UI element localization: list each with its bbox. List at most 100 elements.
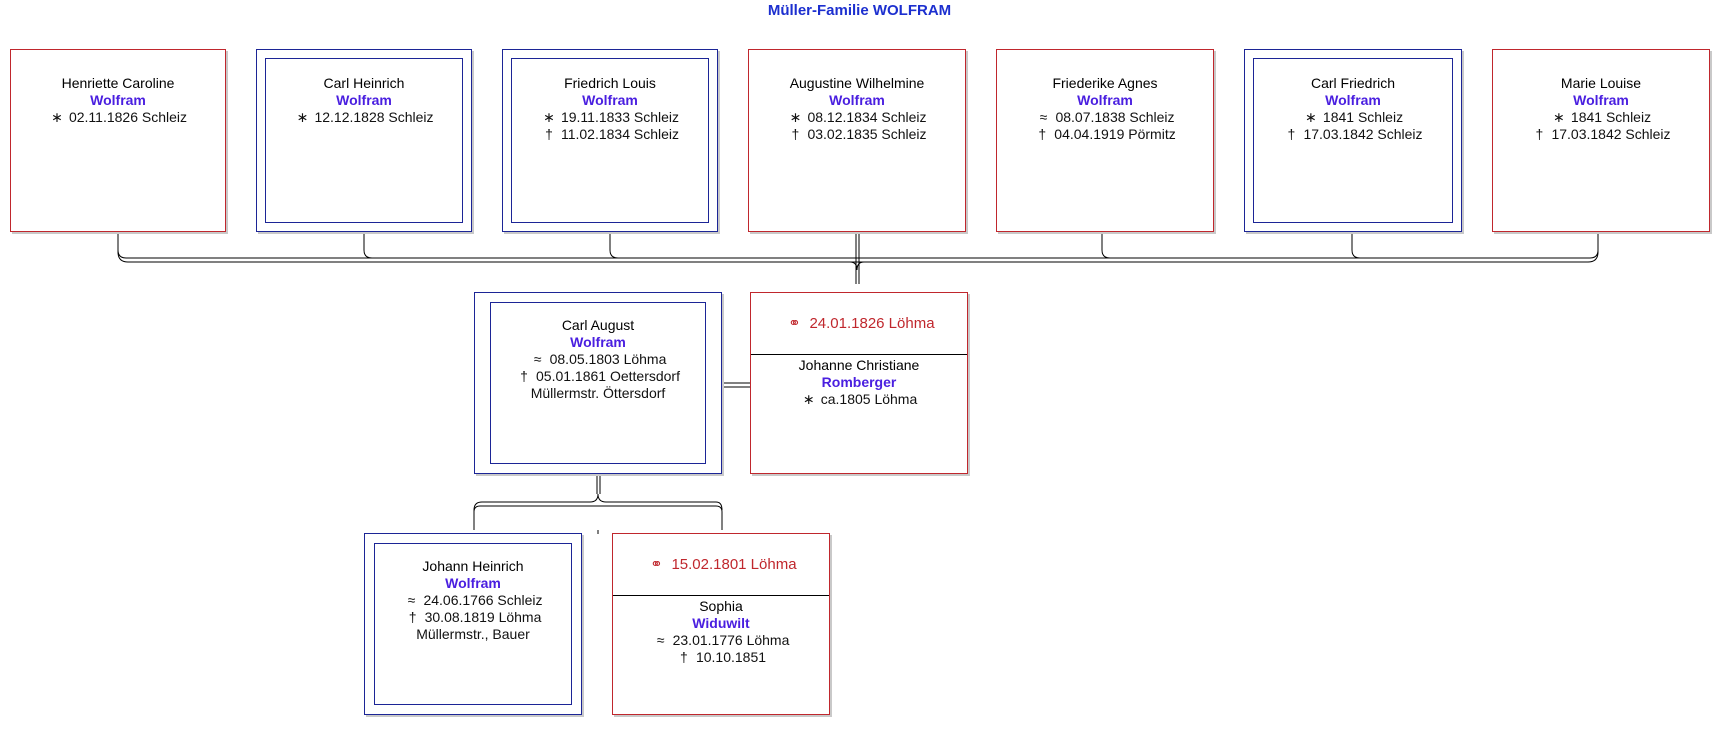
- event-line: ≈08.05.1803 Löhma: [475, 351, 721, 368]
- event-text: 03.02.1835 Schleiz: [807, 126, 927, 142]
- event-line: † 03.02.1835 Schleiz: [749, 126, 965, 143]
- event-line: ≈23.01.1776 Löhma: [613, 632, 829, 649]
- event-text: 12.12.1828 Schleiz: [314, 109, 434, 125]
- surname: Wolfram: [336, 92, 392, 108]
- given-name: Johann Heinrich: [422, 558, 524, 574]
- death-icon: †: [791, 126, 800, 142]
- birth-icon: ∗: [1553, 109, 1565, 125]
- marriage-header: ⚭ 24.01.1826 Löhma: [751, 293, 967, 355]
- surname: Wolfram: [582, 92, 638, 108]
- surname: Widuwilt: [692, 615, 750, 631]
- event-line: † 10.10.1851: [613, 649, 829, 666]
- event-text: 11.02.1834 Schleiz: [560, 126, 680, 142]
- event-text: 02.11.1826 Schleiz: [68, 109, 188, 125]
- event-line: † 17.03.1842 Schleiz: [1493, 126, 1709, 143]
- given-name: Sophia: [699, 598, 743, 614]
- event-text: 19.11.1833 Schleiz: [560, 109, 680, 125]
- card-inner-frame: [374, 543, 572, 705]
- event-text: 17.03.1842 Schleiz: [1551, 126, 1671, 142]
- marriage-date: 15.02.1801 Löhma: [671, 556, 797, 573]
- person-card-carl-friedrich[interactable]: Carl Friedrich Wolfram ∗ 1841 Schleiz † 17…: [1244, 49, 1462, 232]
- given-name: Friederike Agnes: [1052, 75, 1158, 91]
- event-line: ∗ 02.11.1826 Schleiz: [11, 109, 225, 126]
- baptism-icon: ≈: [656, 632, 665, 648]
- person-card-friedrich-louis[interactable]: Friedrich Louis Wolfram ∗ 19.11.1833 Schl…: [502, 49, 718, 232]
- death-icon: †: [1535, 126, 1544, 142]
- given-name: Carl Heinrich: [323, 75, 405, 91]
- birth-icon: ∗: [543, 109, 555, 125]
- occupation: Müllermstr., Bauer: [416, 626, 530, 642]
- event-text: ca.1805 Löhma: [820, 391, 918, 407]
- birth-icon: ∗: [789, 109, 802, 125]
- event-text: 04.04.1919 Pörmitz: [1054, 126, 1176, 142]
- spouse-card-johanne-christiane[interactable]: ⚭ 24.01.1826 Löhma Johanne Christiane Ro…: [750, 292, 968, 474]
- marriage-header: ⚭ 15.02.1801 Löhma: [613, 534, 829, 596]
- marriage-date: 24.01.1826 Löhma: [809, 315, 935, 332]
- death-icon: †: [408, 609, 417, 625]
- event-line: ∗ 12.12.1828 Schleiz: [257, 109, 471, 126]
- event-line: ≈24.06.1766 Schleiz: [365, 592, 581, 609]
- event-text: 24.06.1766 Schleiz: [423, 592, 543, 608]
- birth-icon: ∗: [51, 109, 63, 125]
- surname: Wolfram: [445, 575, 501, 591]
- event-line: † 05.01.1861 Oettersdorf: [475, 368, 721, 385]
- death-icon: †: [520, 368, 528, 384]
- person-card-friederike-agnes[interactable]: Friederike Agnes Wolfram ≈08.07.1838 Sch…: [996, 49, 1214, 232]
- event-text: 1841 Schleiz: [1570, 109, 1652, 125]
- chart-title: Müller-Familie WOLFRAM: [767, 2, 952, 19]
- event-line: ∗ 19.11.1833 Schleiz: [503, 109, 717, 126]
- person-card-augustine-wilhelmine[interactable]: Augustine Wilhelmine Wolfram ∗ 08.12.1834…: [748, 49, 966, 232]
- person-card-carl-august[interactable]: Carl August Wolfram ≈08.05.1803 Löhma † 0…: [474, 292, 722, 474]
- given-name: Augustine Wilhelmine: [789, 75, 925, 91]
- surname: Wolfram: [570, 334, 626, 350]
- given-name: Johanne Christiane: [798, 357, 920, 373]
- baptism-icon: ≈: [1039, 109, 1048, 125]
- death-icon: †: [545, 126, 553, 142]
- card-inner-frame: [1253, 58, 1453, 223]
- death-icon: †: [1038, 126, 1047, 142]
- event-line: ∗ 08.12.1834 Schleiz: [749, 109, 965, 126]
- event-text: 10.10.1851: [695, 649, 767, 665]
- event-text: 1841 Schleiz: [1322, 109, 1404, 125]
- card-inner-frame: [511, 58, 709, 223]
- event-line: † 30.08.1819 Löhma: [365, 609, 581, 626]
- event-text: 30.08.1819 Löhma: [424, 609, 542, 625]
- event-line: ∗ 1841 Schleiz: [1245, 109, 1461, 126]
- spouse-card-sophia[interactable]: ⚭ 15.02.1801 Löhma Sophia Widuwilt ≈23.0…: [612, 533, 830, 715]
- surname: Wolfram: [1077, 92, 1133, 108]
- baptism-icon: ≈: [533, 351, 542, 367]
- baptism-icon: ≈: [407, 592, 416, 608]
- person-card-marie-louise[interactable]: Marie Louise Wolfram ∗ 1841 Schleiz † 17.0…: [1492, 49, 1710, 232]
- marriage-rings-icon: ⚭: [788, 315, 801, 332]
- surname: Romberger: [821, 374, 897, 390]
- person-card-johann-heinrich[interactable]: Johann Heinrich Wolfram ≈24.06.1766 Schl…: [364, 533, 582, 715]
- occupation: Müllermstr. Öttersdorf: [530, 385, 666, 401]
- event-line: ∗ 1841 Schleiz: [1493, 109, 1709, 126]
- birth-icon: ∗: [296, 109, 309, 125]
- event-line: † 04.04.1919 Pörmitz: [997, 126, 1213, 143]
- birth-icon: ∗: [802, 391, 815, 407]
- surname: Wolfram: [1325, 92, 1381, 108]
- surname: Wolfram: [829, 92, 885, 108]
- surname: Wolfram: [1573, 92, 1629, 108]
- person-card-henriette-caroline[interactable]: Henriette Caroline Wolfram ∗ 02.11.1826 S…: [10, 49, 226, 232]
- event-text: 08.05.1803 Löhma: [549, 351, 667, 367]
- given-name: Henriette Caroline: [61, 75, 175, 91]
- birth-icon: ∗: [1305, 109, 1317, 125]
- event-line: ∗ ca.1805 Löhma: [751, 391, 967, 408]
- person-card-carl-heinrich[interactable]: Carl Heinrich Wolfram ∗ 12.12.1828 Schlei…: [256, 49, 472, 232]
- card-inner-frame: [265, 58, 463, 223]
- given-name: Carl August: [561, 317, 635, 333]
- event-line: ≈08.07.1838 Schleiz: [997, 109, 1213, 126]
- event-text: 05.01.1861 Oettersdorf: [536, 368, 680, 384]
- surname: Wolfram: [90, 92, 146, 108]
- death-icon: †: [680, 649, 688, 665]
- death-icon: †: [1287, 126, 1296, 142]
- given-name: Carl Friedrich: [1310, 75, 1395, 91]
- given-name: Friedrich Louis: [564, 75, 656, 91]
- event-text: 17.03.1842 Schleiz: [1303, 126, 1423, 142]
- marriage-rings-icon: ⚭: [650, 556, 663, 573]
- given-name: Marie Louise: [1560, 75, 1642, 91]
- event-text: 08.12.1834 Schleiz: [807, 109, 927, 125]
